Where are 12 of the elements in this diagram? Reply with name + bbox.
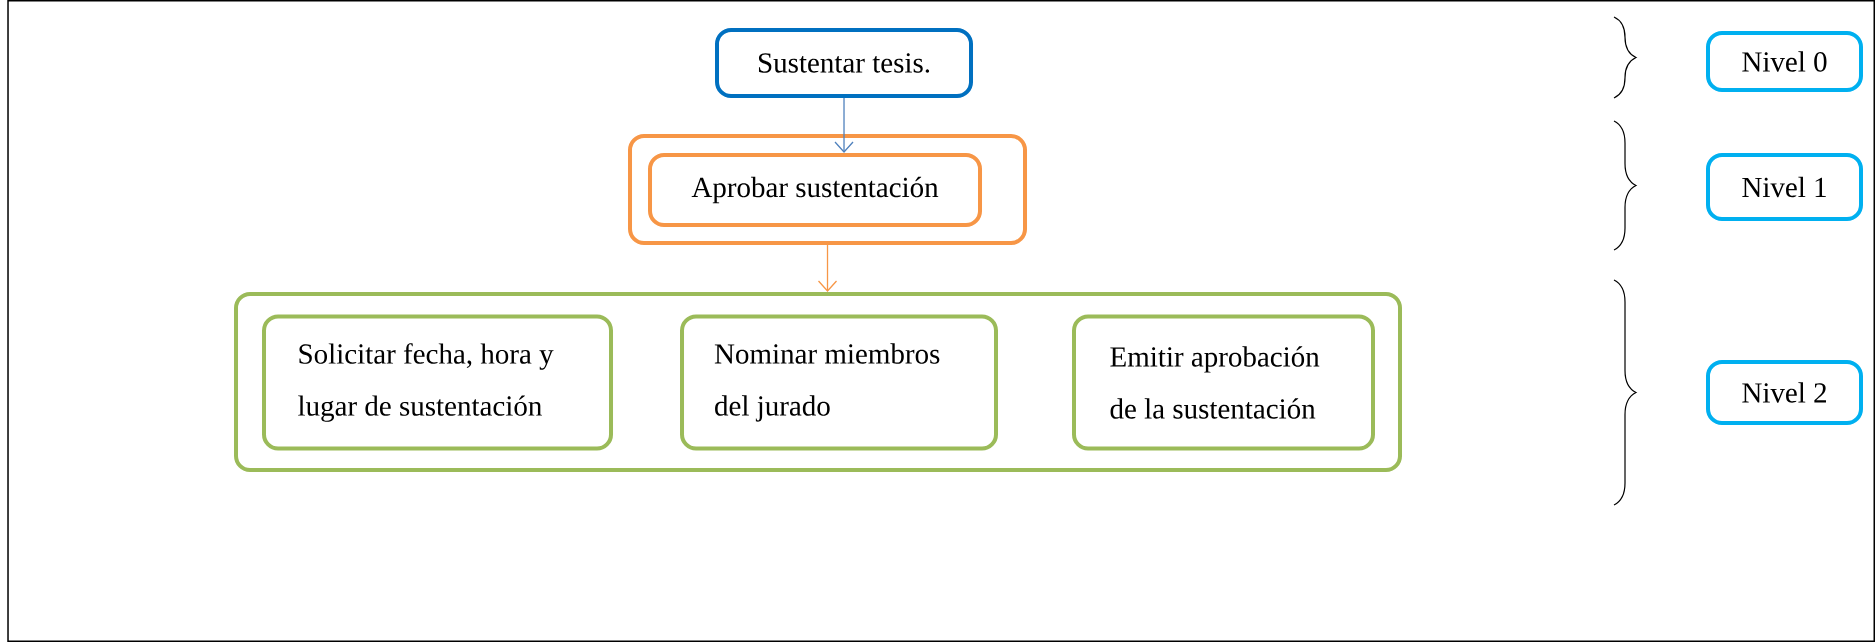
process-box: Solicitar fecha, hora y lugar de sustentación [262, 314, 613, 451]
level-box: Nivel 2 [1706, 360, 1863, 425]
process-box: Aprobar sustentación [648, 153, 982, 227]
arrow [834, 97, 854, 153]
process-box: Nominar miembros del jurado [680, 314, 998, 451]
group-box [628, 134, 1027, 245]
level-box: Nivel 0 [1706, 31, 1863, 92]
process-box: Emitir aprobación de la sustentación [1072, 314, 1375, 451]
arrow [817, 244, 838, 292]
level-box: Nivel 1 [1706, 153, 1863, 221]
group-box [234, 292, 1402, 472]
process-box: Sustentar tesis. [715, 28, 973, 98]
